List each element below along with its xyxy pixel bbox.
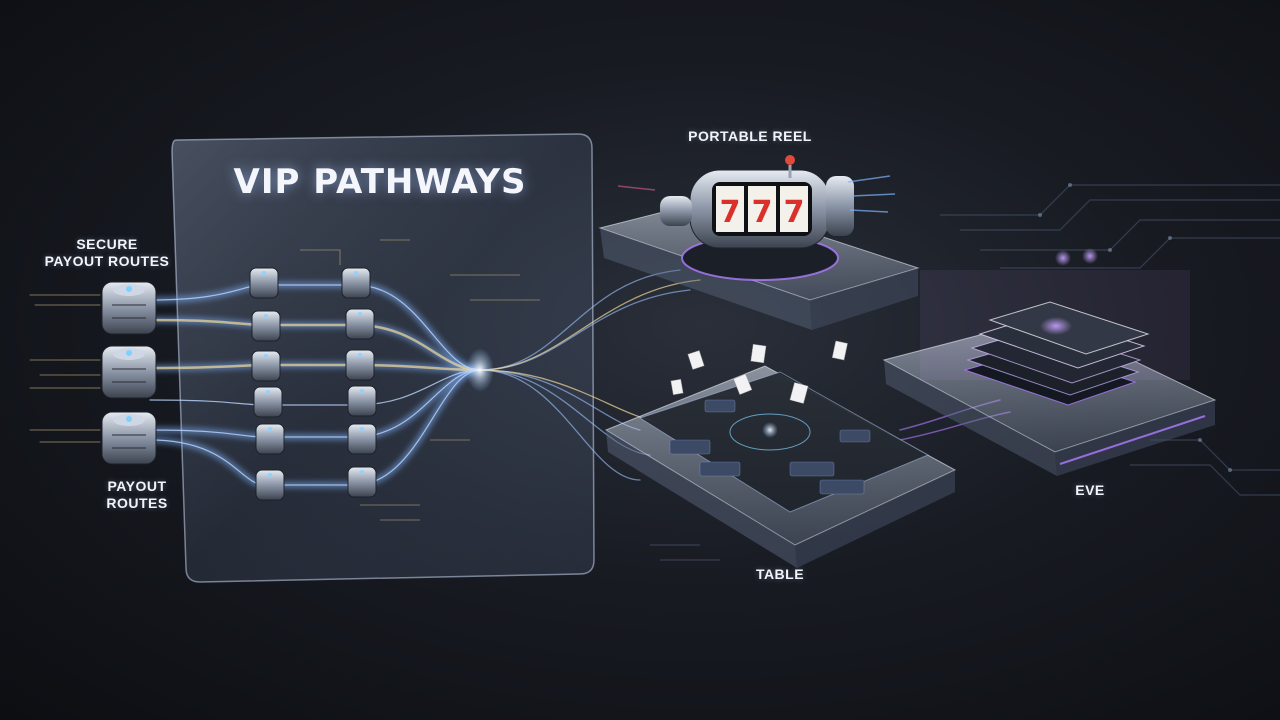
eve-light-1 xyxy=(1055,250,1071,266)
reel-symbol-1: 7 xyxy=(720,195,741,230)
data-flows xyxy=(29,269,1011,489)
secure-payout-routes-line-2: PAYOUT ROUTES xyxy=(44,253,170,269)
circuit-traces xyxy=(650,184,1280,561)
eve-light-2 xyxy=(1082,248,1098,264)
circuit-dots xyxy=(1038,183,1232,472)
panel-annotations xyxy=(300,239,540,521)
slot-machine-icon xyxy=(660,155,854,249)
playing-cards-icon xyxy=(670,340,848,404)
speed-streaks xyxy=(617,175,896,213)
panel-title: VIP PATHWAYS xyxy=(233,162,527,202)
reel-symbols: 7 7 7 xyxy=(720,195,805,230)
panel-nodes xyxy=(249,267,377,501)
server-stack-2 xyxy=(101,345,157,399)
panel-node-lights xyxy=(262,271,364,477)
table-tiles xyxy=(669,399,871,495)
eve-label: EVE xyxy=(1075,482,1105,498)
secure-payout-routes-label: SECURE PAYOUT ROUTES xyxy=(32,236,182,270)
reel-symbol-2: 7 xyxy=(752,195,773,230)
payout-routes-line-1: PAYOUT xyxy=(107,478,167,494)
reel-symbol-3: 7 xyxy=(784,195,805,230)
server-stack-3 xyxy=(101,411,157,465)
junction-glow xyxy=(466,348,494,392)
portable-reel-label: PORTABLE REEL xyxy=(688,128,812,144)
table-platform xyxy=(604,365,957,568)
eve-card-stack xyxy=(963,301,1150,406)
payout-routes-line-2: ROUTES xyxy=(106,495,168,511)
payout-routes-label: PAYOUT ROUTES xyxy=(82,478,192,512)
secure-payout-routes-line-1: SECURE xyxy=(76,236,138,252)
table-label: TABLE xyxy=(755,566,805,582)
server-stack-1 xyxy=(101,281,157,335)
